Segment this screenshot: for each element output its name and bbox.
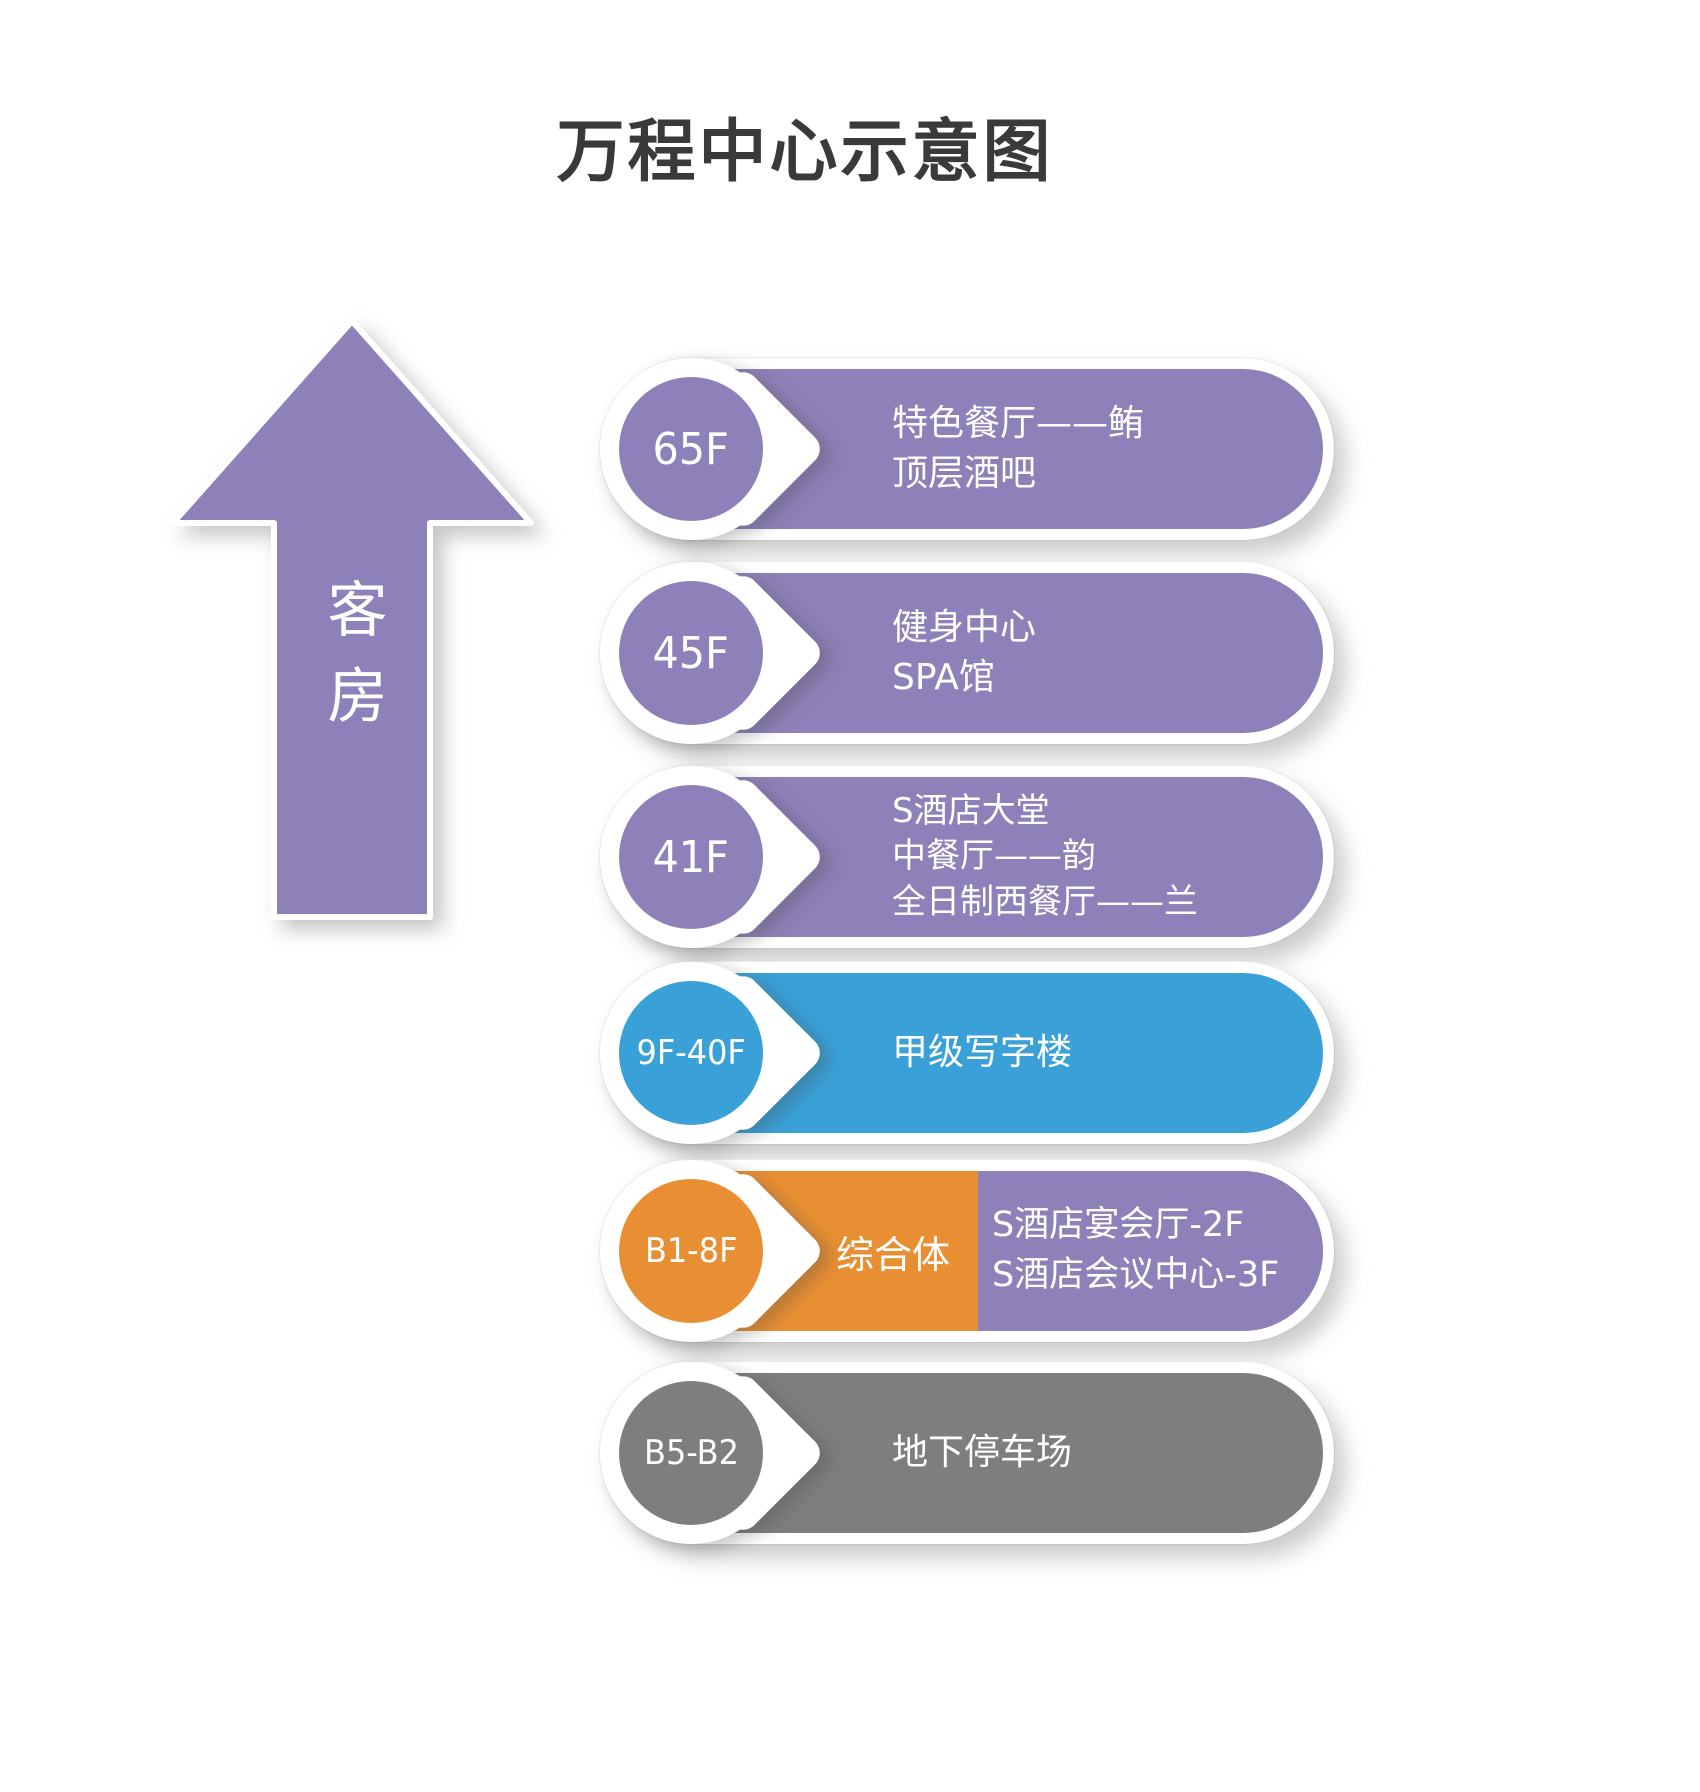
floor-row-b5-b2: B5-B2 地下停车场 [600, 1362, 1334, 1544]
guest-rooms-label-wrap: 客房 [168, 578, 536, 754]
page-title: 万程中心示意图 [556, 113, 1054, 192]
floor-row-9f-40f: 9F-40F 甲级写字楼 [600, 962, 1334, 1144]
floor-line: SPA馆 [892, 657, 995, 698]
floor-line: S酒店宴会厅-2F [992, 1205, 1245, 1246]
floor-line: 全日制西餐厅——兰 [892, 881, 1198, 922]
floor-line: 中餐厅——韵 [892, 836, 1096, 877]
badge-disc: B5-B2 [619, 1381, 763, 1525]
floor-label: B5-B2 [643, 1433, 739, 1473]
floor-label: 41F [652, 831, 730, 883]
floor-line: 特色餐厅——鲔 [892, 403, 1145, 445]
row-sub-section: S酒店宴会厅-2F S酒店会议中心-3F [978, 1171, 1323, 1331]
floor-label: 65F [652, 423, 730, 475]
badge-disc: 9F-40F [619, 981, 763, 1125]
floor-row-65f: 65F 特色餐厅——鲔 顶层酒吧 [600, 358, 1334, 540]
floor-description: 地下停车场 [892, 1373, 1304, 1533]
badge-disc: B1-8F [619, 1179, 763, 1323]
floor-line: 顶层酒吧 [892, 453, 1037, 494]
floor-label: 9F-40F [636, 1033, 746, 1073]
floor-row-b1-8f: S酒店宴会厅-2F S酒店会议中心-3F 综合体 B1-8F [600, 1160, 1334, 1342]
guest-rooms-arrow: 客房 [168, 316, 536, 922]
badge-disc: 65F [619, 377, 763, 521]
floor-description: 甲级写字楼 [892, 973, 1304, 1133]
floor-line: 健身中心 [892, 607, 1037, 649]
floor-badge: B1-8F [600, 1160, 840, 1342]
badge-disc: 41F [619, 785, 763, 929]
floor-label: 45F [652, 627, 730, 679]
floor-description: S酒店大堂 中餐厅——韵 全日制西餐厅——兰 [892, 777, 1304, 937]
floor-badge: 9F-40F [600, 962, 840, 1144]
floor-row-41f: 41F S酒店大堂 中餐厅——韵 全日制西餐厅——兰 [600, 766, 1334, 948]
floor-badge: 41F [600, 766, 840, 948]
floor-description: 特色餐厅——鲔 顶层酒吧 [892, 369, 1304, 529]
floor-line: S酒店会议中心-3F [992, 1255, 1280, 1295]
floor-row-45f: 45F 健身中心 SPA馆 [600, 562, 1334, 744]
floor-description: 健身中心 SPA馆 [892, 573, 1304, 733]
floor-badge: 65F [600, 358, 840, 540]
floor-label: B1-8F [644, 1231, 738, 1271]
floor-badge: B5-B2 [600, 1362, 840, 1544]
up-arrow-icon [170, 318, 534, 920]
complex-label: 综合体 [836, 1232, 951, 1277]
floor-badge: 45F [600, 562, 840, 744]
up-arrow-shape [170, 318, 534, 920]
floor-line: 地下停车场 [892, 1432, 1073, 1474]
floor-line: S酒店大堂 [892, 790, 1050, 831]
guest-rooms-label: 客房 [317, 578, 387, 750]
badge-disc: 45F [619, 581, 763, 725]
floor-line: 甲级写字楼 [892, 1032, 1073, 1074]
